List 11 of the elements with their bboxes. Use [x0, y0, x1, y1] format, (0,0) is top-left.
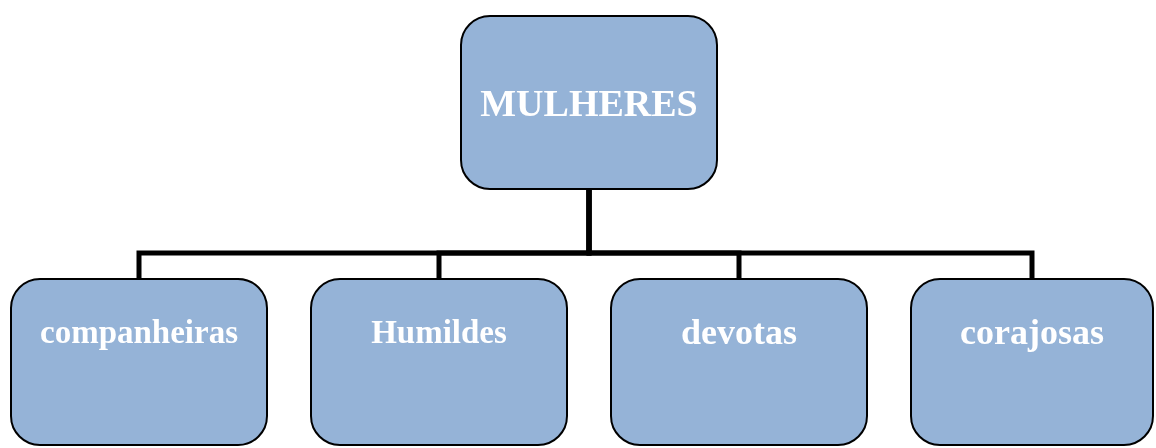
box-label: devotas [681, 311, 797, 353]
root-box [460, 15, 718, 190]
category-box [10, 278, 268, 446]
box-label: MULHERES [480, 80, 698, 125]
category-box [310, 278, 568, 446]
category-box [610, 278, 868, 446]
box-label: corajosas [960, 311, 1104, 353]
box-label: Humildes [371, 313, 507, 351]
category-box [910, 278, 1154, 446]
connector-line [586, 190, 1035, 278]
box-label: companheiras [40, 313, 238, 351]
